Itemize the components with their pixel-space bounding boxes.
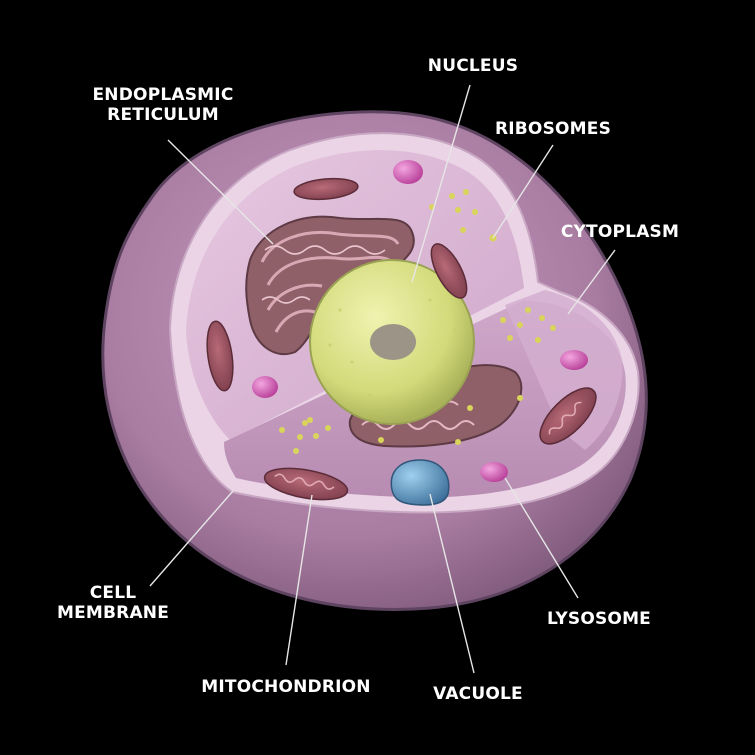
label-lysosome: LYSOSOME xyxy=(547,609,651,629)
leader-lines xyxy=(149,84,616,674)
label-cell-membrane-line1: CELL xyxy=(90,583,137,603)
label-er-line2: RETICULUM xyxy=(107,105,219,125)
leader-lysosome xyxy=(504,477,579,599)
mitochondrion-top xyxy=(293,177,359,201)
mitochondrion-right xyxy=(539,387,597,445)
leader-mitochondrion xyxy=(285,494,313,666)
nucleus xyxy=(309,259,475,425)
label-vacuole: VACUOLE xyxy=(433,684,523,704)
labels: NUCLEUS ENDOPLASMIC RETICULUM RIBOSOMES … xyxy=(57,56,679,704)
mitochondrion-mid xyxy=(430,243,468,299)
label-ribosomes: RIBOSOMES xyxy=(495,119,611,139)
lysosomes xyxy=(252,160,588,482)
vacuole xyxy=(390,459,450,506)
mitochondrion-left xyxy=(206,320,234,392)
leader-er xyxy=(167,139,274,245)
label-mitochondrion: MITOCHONDRION xyxy=(201,677,370,697)
leader-nucleus xyxy=(411,84,471,283)
mitochondrion-bottom xyxy=(263,467,349,501)
label-nucleus: NUCLEUS xyxy=(428,56,518,76)
leader-cytoplasm xyxy=(567,249,616,315)
leader-vacuole xyxy=(429,493,475,674)
leader-cell-membrane xyxy=(149,490,234,587)
label-er-line1: ENDOPLASMIC xyxy=(92,85,233,105)
leader-ribosomes xyxy=(492,144,554,239)
label-cytoplasm: CYTOPLASM xyxy=(561,222,679,242)
mitochondria xyxy=(206,177,597,501)
label-cell-membrane-line2: MEMBRANE xyxy=(57,603,169,623)
